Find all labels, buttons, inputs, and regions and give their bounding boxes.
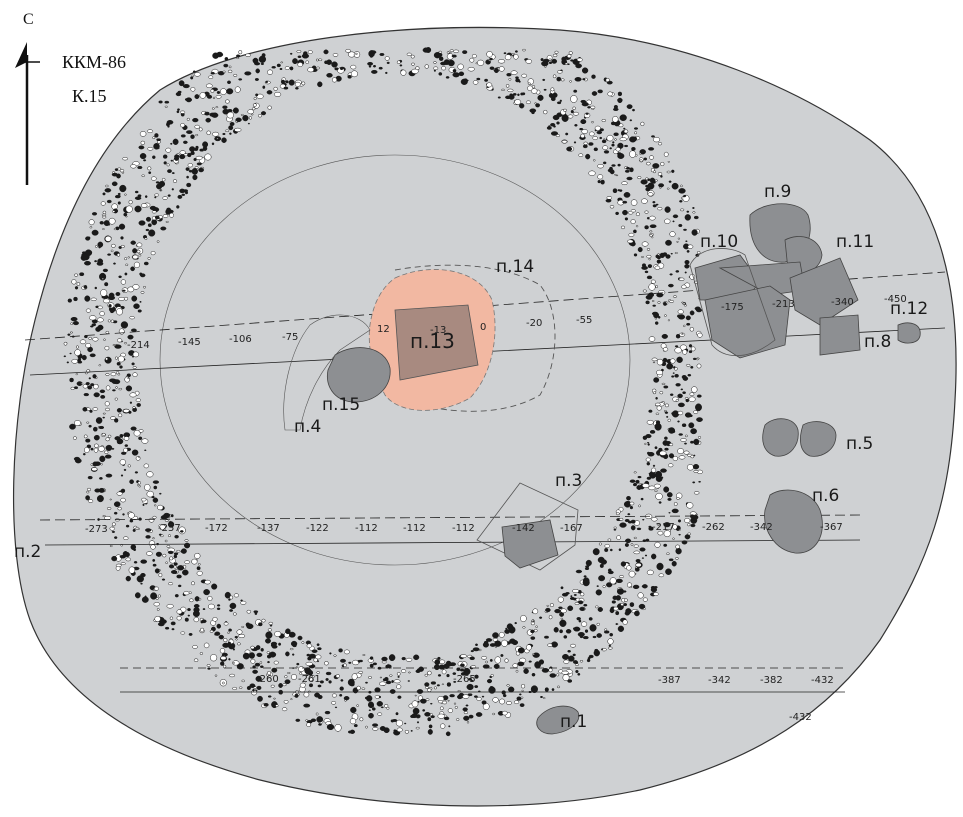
pit-15-shape [326,347,391,403]
pit-12-label: п.12 [890,299,928,319]
north-letter: С [23,11,34,28]
elev-upper-1: -214 [127,340,150,351]
elev-low-6: -382 [760,675,783,686]
elev-upper-10: -175 [721,302,744,313]
elev-mid-7: -112 [403,523,426,534]
pit-6-label: п.6 [812,486,839,506]
elev-upper-8: -20 [526,318,542,329]
elev-low-4: -387 [658,675,681,686]
elev-mid-9: -142 [512,523,535,534]
pit-group-ne [694,203,921,359]
elev-mid-8: -112 [452,523,475,534]
pit-8-label: п.8 [864,332,891,352]
pit-13-core [394,304,479,381]
pit-2-label: п.2 [14,542,41,562]
pit-9-label: п.9 [764,182,791,202]
elev-upper-11: -213 [772,299,795,310]
elev-mid-14: -367 [820,522,843,533]
elevations-lower: -260 -261 -265 -387 -342 -382 -432 -432 [256,674,834,723]
elev-upper-5: 12 [377,324,390,335]
elev-upper-12: -340 [831,297,854,308]
pit-10-label: п.10 [700,232,738,252]
elev-mid-13: -342 [750,522,773,533]
elev-upper-6: -13 [430,325,446,336]
elev-upper-2: -145 [178,337,201,348]
elev-mid-11: -217 [652,522,675,533]
elev-mid-5: -122 [306,523,329,534]
north-arrow [15,42,40,185]
elev-mid-1: -273 [85,524,108,535]
elev-mid-4: -137 [257,523,280,534]
site-title: ККМ-86 [62,52,126,72]
pit-14-label: п.14 [496,257,534,277]
elev-mid-3: -172 [205,523,228,534]
pit-4-label: п.4 [294,417,321,437]
elev-upper-4: -75 [282,332,298,343]
elev-low-7: -432 [811,675,834,686]
pit-5-shapes [762,418,837,457]
elev-upper-13: -450 [884,294,907,305]
pit-1-shape [536,705,580,735]
pit-14-outline [394,264,556,412]
pit-5-label: п.5 [846,434,873,454]
elev-low-2: -261 [298,674,321,685]
elev-mid-6: -112 [355,523,378,534]
site-subtitle: К.15 [72,86,107,106]
elev-mid-10: -167 [560,523,583,534]
pit-10-outline [689,248,776,357]
pit-13-label: п.13 [410,329,455,353]
pit-11-label: п.11 [836,232,874,252]
elev-upper-9: -55 [576,315,592,326]
pit-6-shape [764,489,823,554]
elev-low-3: -265 [453,674,476,685]
pit-1-label: п.1 [560,712,587,732]
elevations-upper: -214 -145 -106 -75 12 -13 0 -20 -55 -175… [127,294,907,351]
elev-low-1: -260 [256,674,279,685]
pit-15-label: п.15 [322,395,360,415]
pit-4-outline [283,314,371,431]
elev-mid-2: -257 [158,523,181,534]
pit-3-label: п.3 [555,471,582,491]
elev-mid-12: -262 [702,522,725,533]
elev-low-5: -342 [708,675,731,686]
elev-upper-3: -106 [229,334,252,345]
pit-3-shape [501,519,559,569]
elev-upper-7: 0 [480,322,486,333]
elevations-middle: -273 -257 -172 -137 -122 -112 -112 -112 … [85,522,843,535]
elev-low-8: -432 [789,712,812,723]
